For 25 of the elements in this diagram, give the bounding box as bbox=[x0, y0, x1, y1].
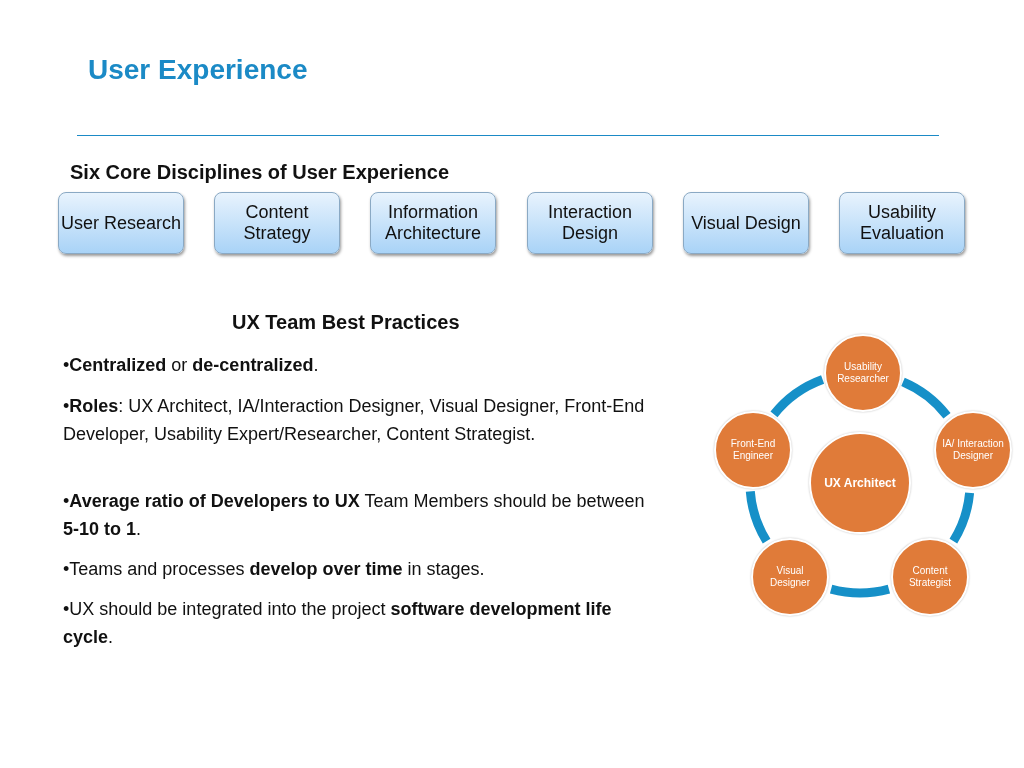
section-heading: UX Team Best Practices bbox=[232, 311, 460, 334]
center-role-circle: UX Architect bbox=[809, 432, 911, 534]
slide-title: User Experience bbox=[88, 54, 308, 86]
discipline-box: User Research bbox=[58, 192, 184, 254]
discipline-box: Visual Design bbox=[683, 192, 809, 254]
role-circle: Front-End Engineer bbox=[714, 411, 792, 489]
ring-connector bbox=[901, 377, 951, 419]
bullet-paragraph: •Centralized or de-centralized. bbox=[63, 354, 320, 377]
discipline-box: Interaction Design bbox=[527, 192, 653, 254]
bullet-paragraph: •Teams and processes develop over time in stages. bbox=[63, 558, 486, 581]
ring-connector bbox=[745, 490, 771, 544]
discipline-box: Information Architecture bbox=[370, 192, 496, 254]
ring-connector bbox=[949, 492, 975, 544]
role-circle: Usability Researcher bbox=[824, 334, 902, 412]
discipline-box: Content Strategy bbox=[214, 192, 340, 254]
discipline-box: Usability Evaluation bbox=[839, 192, 965, 254]
role-circle: Content Strategist bbox=[891, 538, 969, 616]
role-circle: IA/ Interaction Designer bbox=[934, 411, 1012, 489]
ring-connector bbox=[770, 375, 825, 418]
ring-connector bbox=[830, 584, 890, 598]
bullet-paragraph: •Average ratio of Developers to UX Team Members should be between 5-10 to 1. bbox=[63, 490, 646, 541]
role-circle: Visual Designer bbox=[751, 538, 829, 616]
section-heading: Six Core Disciplines of User Experience bbox=[70, 161, 450, 184]
bullet-paragraph: •UX should be integrated into the project software development life cycle. bbox=[63, 598, 613, 649]
bullet-paragraph: •Roles: UX Architect, IA/Interaction Designer, Visual Designer, Front-End Developer, Usability Expert/Researcher, Content Strategist. bbox=[63, 395, 646, 446]
